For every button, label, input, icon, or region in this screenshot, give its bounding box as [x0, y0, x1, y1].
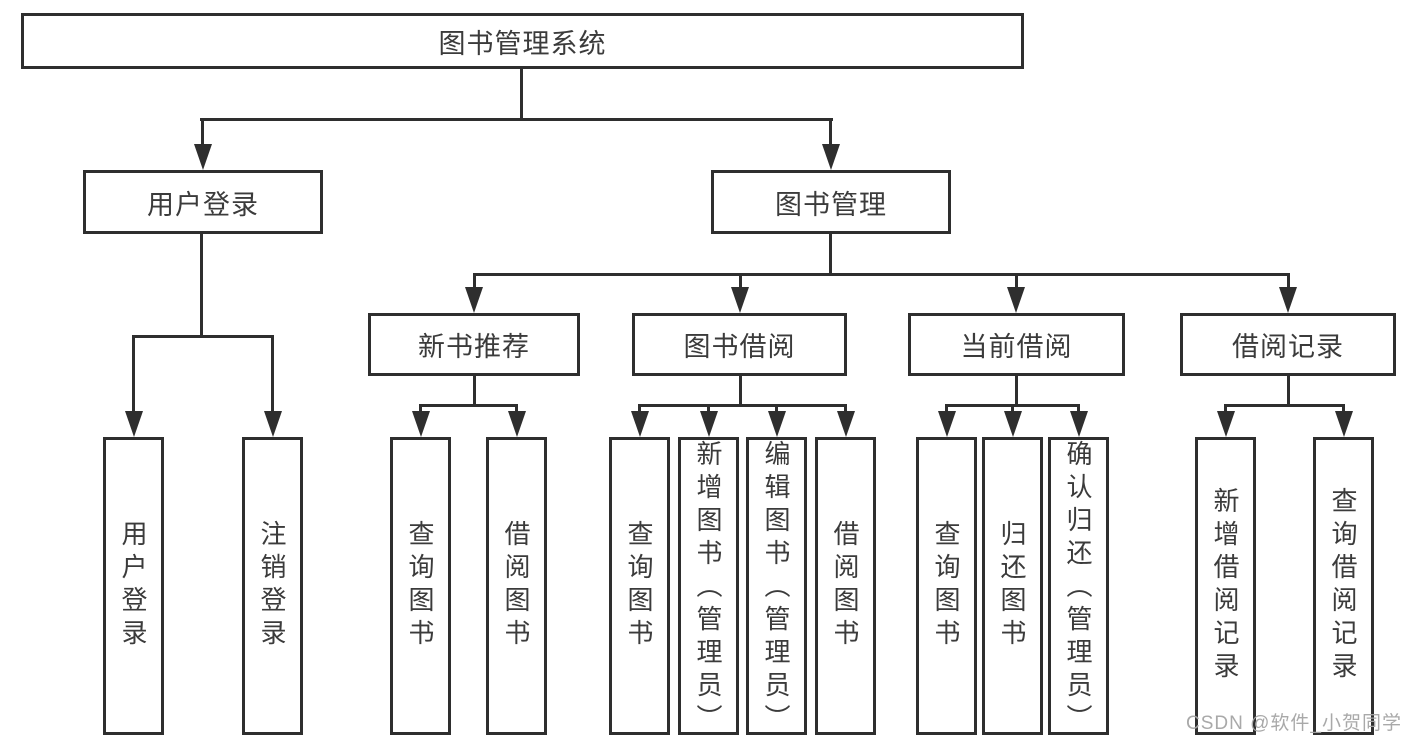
arrow-down-icon — [412, 411, 430, 437]
node-book-borrowing: 图书借阅 — [632, 313, 847, 376]
connector-line — [520, 68, 523, 120]
connector-line — [1224, 404, 1227, 416]
connector-line — [200, 233, 203, 337]
arrow-down-icon — [700, 411, 718, 437]
node-confirm-return-admin: 确认归还（管理员） — [1048, 437, 1109, 737]
node-current-borrowing: 当前借阅 — [908, 313, 1125, 376]
node-add-borrow-record: 新增借阅记录 — [1195, 437, 1256, 735]
connector-line — [473, 273, 476, 297]
connector-line — [515, 404, 518, 416]
node-library-management-system: 图书管理系统 — [21, 13, 1024, 69]
connector-line — [1011, 404, 1014, 416]
arrow-down-icon — [1335, 411, 1353, 437]
node-query-books-recommend: 查询图书 — [390, 437, 451, 735]
node-return-books: 归还图书 — [982, 437, 1043, 735]
node-add-books-admin: 新增图书（管理员） — [678, 437, 739, 737]
connector-line — [1342, 404, 1345, 416]
arrow-down-icon — [465, 287, 483, 313]
node-query-books-borrowing: 查询图书 — [609, 437, 670, 735]
connector-line — [132, 335, 274, 338]
arrow-down-icon — [837, 411, 855, 437]
node-book-management: 图书管理 — [711, 170, 951, 234]
connector-line — [271, 335, 274, 415]
node-user-login-leaf: 用户登录 — [103, 437, 164, 735]
arrow-down-icon — [822, 144, 840, 170]
connector-line — [1287, 273, 1290, 297]
node-borrow-books-borrowing: 借阅图书 — [815, 437, 876, 735]
arrow-down-icon — [938, 411, 956, 437]
connector-line — [200, 118, 833, 121]
node-borrowing-records: 借阅记录 — [1180, 313, 1396, 376]
arrow-down-icon — [1070, 411, 1088, 437]
arrow-down-icon — [508, 411, 526, 437]
connector-line — [1077, 404, 1080, 416]
connector-line — [1224, 404, 1345, 407]
connector-line — [132, 335, 135, 415]
node-query-books-current: 查询图书 — [916, 437, 977, 735]
arrow-down-icon — [731, 287, 749, 313]
connector-line — [1015, 376, 1018, 406]
node-user-login: 用户登录 — [83, 170, 323, 234]
node-new-book-recommendation: 新书推荐 — [368, 313, 580, 376]
connector-line — [1015, 273, 1018, 297]
csdn-watermark: CSDN @软件_小贺同学 — [1186, 713, 1402, 734]
connector-line — [844, 404, 847, 416]
connector-line — [419, 404, 422, 416]
arrow-down-icon — [1279, 287, 1297, 313]
node-borrow-books-recommend: 借阅图书 — [486, 437, 547, 735]
arrow-down-icon — [1004, 411, 1022, 437]
connector-line — [638, 404, 641, 416]
arrow-down-icon — [264, 411, 282, 437]
connector-line — [739, 273, 742, 297]
arrow-down-icon — [768, 411, 786, 437]
node-query-borrow-record: 查询借阅记录 — [1313, 437, 1374, 735]
connector-line — [829, 118, 832, 148]
connector-line — [775, 404, 778, 416]
arrow-down-icon — [1007, 287, 1025, 313]
connector-line — [707, 404, 710, 416]
connector-line — [473, 273, 1290, 276]
connector-line — [201, 118, 204, 148]
arrow-down-icon — [125, 411, 143, 437]
arrow-down-icon — [631, 411, 649, 437]
node-logout: 注销登录 — [242, 437, 303, 735]
connector-line — [945, 404, 948, 416]
connector-line — [473, 376, 476, 406]
connector-line — [419, 404, 518, 407]
connector-line — [739, 376, 742, 406]
arrow-down-icon — [194, 144, 212, 170]
arrow-down-icon — [1217, 411, 1235, 437]
connector-line — [1287, 376, 1290, 406]
connector-line — [829, 233, 832, 275]
connector-line — [638, 404, 846, 407]
node-edit-books-admin: 编辑图书（管理员） — [746, 437, 807, 737]
